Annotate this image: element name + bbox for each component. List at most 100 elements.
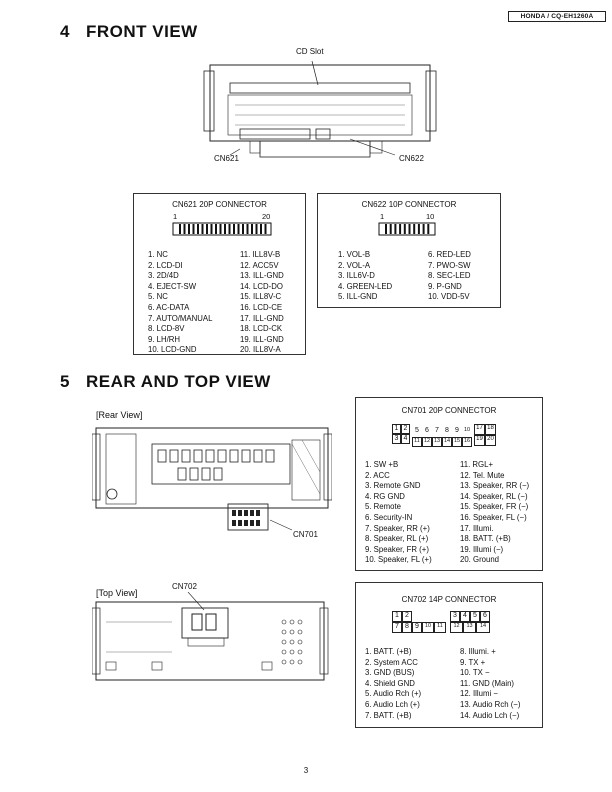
cn701-grid-cell: 2 (401, 424, 410, 434)
cn621-pin: 19. ILL-GND (240, 334, 284, 344)
cn701-grid-cell: 7 (435, 427, 439, 434)
cn701-grid-cell: 9 (455, 427, 459, 434)
cn701-grid-cell: 8 (445, 427, 449, 434)
cn701-pin: 6. Security-IN (365, 512, 413, 522)
cn621-pin: 2. LCD-DI (148, 260, 183, 270)
cn701-grid-cell: 20 (485, 435, 496, 446)
cn621-pin: 6. AC-DATA (148, 302, 190, 312)
cn702-grid-cell: 1 (392, 611, 402, 622)
cn701-pin: 1. SW +B (365, 460, 399, 469)
cn621-connector-icon (172, 222, 272, 236)
cn701-pin: 14. Speaker, RL (−) (460, 491, 528, 501)
cn702-grid-cell: 2 (402, 611, 412, 622)
cn622-pin: 7. PWO-SW (428, 260, 471, 270)
front-view-drawing (203, 60, 437, 158)
cn701-pin: 15. Speaker, FR (−) (460, 502, 529, 512)
cn702-pin: 14. Audio Lch (−) (460, 710, 520, 720)
cn701-pin: 4. RG GND (365, 491, 405, 501)
cn621-pin: 1. NC (148, 250, 168, 259)
cn621-pins-left: 1. NC 2. LCD-DI 3. 2D/4D 4. EJECT-SW 5. … (148, 250, 212, 356)
cn621-pin: 17. ILL-GND (240, 313, 284, 323)
cn701-pin: 9. Speaker, FR (+) (365, 544, 429, 554)
cn701-connector-box: CN701 20P CONNECTOR 1 2 3 4 5 6 7 8 9 10… (355, 397, 543, 571)
cn621-pin: 9. LH/RH (148, 334, 181, 344)
cn621-pin: 4. EJECT-SW (148, 281, 197, 291)
cn701-pin: 2. ACC (365, 470, 390, 480)
cn622-pin: 8. SEC-LED (428, 271, 471, 281)
cn621-label: CN621 (214, 154, 239, 163)
cn701-title: CN701 20P CONNECTOR (401, 406, 497, 415)
cn701-pin: 10. Speaker, FL (+) (365, 555, 432, 565)
cn702-pins-left: 1. BATT. (+B) 2. System ACC 3. GND (BUS)… (365, 647, 421, 721)
cn702-grid-cell: 12 (450, 622, 463, 633)
cn621-pin: 3. 2D/4D (148, 271, 179, 281)
cn621-connector-box: CN621 20P CONNECTOR 1 20 1. NC 2. LCD-DI… (133, 193, 306, 355)
cn702-pins-right: 8. Illumi. + 9. TX + 10. TX − 11. GND (M… (460, 647, 520, 721)
cn701-grid-cell: 11 (412, 437, 422, 447)
cn701-grid-cell: 13 (432, 437, 442, 447)
cn701-pin: 12. Tel. Mute (460, 470, 505, 480)
cn622-title: CN622 10P CONNECTOR (361, 200, 457, 209)
cn702-pin: 11. GND (Main) (460, 678, 515, 688)
cn701-grid-cell: 18 (485, 424, 496, 435)
cn701-pin: 7. Speaker, RR (+) (365, 523, 430, 533)
cn701-grid-cell: 19 (474, 435, 485, 446)
cn622-connector-box: CN622 10P CONNECTOR 1 10 1. VOL-B 2. VOL… (317, 193, 501, 308)
section-5-heading: REAR AND TOP VIEW (86, 372, 271, 391)
section-4-heading: FRONT VIEW (86, 22, 198, 41)
cn702-pin: 4. Shield GND (365, 678, 415, 688)
top-view-label: [Top View] (96, 588, 138, 598)
model-header-box: HONDA / CQ-EH1260A (508, 11, 606, 22)
top-view-drawing (92, 592, 329, 681)
cn701-pin: 8. Speaker, RL (+) (365, 534, 429, 544)
cn622-pin-end: 10 (426, 212, 435, 221)
cn621-title: CN621 20P CONNECTOR (172, 200, 267, 209)
cn702-title: CN702 14P CONNECTOR (401, 595, 497, 604)
cn622-pin: 3. ILL6V-D (338, 271, 375, 281)
cn701-pin: 5. Remote (365, 502, 401, 512)
cn701-grid-cell: 6 (425, 427, 429, 434)
cn701-pin: 3. Remote GND (365, 481, 421, 491)
cn702-pin: 5. Audio Rch (+) (365, 689, 422, 699)
cn621-pins-right: 11. ILL8V-B 12. ACC5V 13. ILL-GND 14. LC… (240, 250, 284, 356)
cn622-pin: 1. VOL-B (338, 250, 371, 259)
cn701-pin: 20. Ground (460, 555, 500, 565)
cn702-grid-cell: 10 (422, 622, 434, 633)
cn702-pin: 12. Illumi − (460, 689, 498, 699)
cn702-pin: 9. TX + (460, 657, 486, 667)
section-5-title: 5 REAR AND TOP VIEW (60, 372, 271, 392)
cn702-grid-cell: 5 (470, 611, 480, 622)
cn702-pin: 7. BATT. (+B) (365, 710, 412, 720)
cn621-pin: 8. LCD-8V (148, 324, 185, 334)
cn701-grid-cell: 12 (422, 437, 432, 447)
section-5-number: 5 (60, 372, 70, 391)
cn702-pin: 13. Audio Rch (−) (460, 699, 521, 709)
cn702-pin: 10. TX − (460, 668, 490, 678)
cn702-pin: 8. Illumi. + (460, 647, 496, 656)
cn622-pin-start: 1 (380, 212, 385, 221)
cn701-grid-cell: 16 (462, 437, 472, 447)
cn702-connector-box: CN702 14P CONNECTOR 1 2 3 4 5 6 7 8 9 10… (355, 582, 543, 728)
cd-slot-label: CD Slot (296, 47, 324, 56)
cn621-pin: 11. ILL8V-B (240, 250, 281, 259)
cn702-pin-grid: 1 2 3 4 5 6 7 8 9 10 11 12 13 14 (392, 611, 504, 635)
cn702-pin: 6. Audio Lch (+) (365, 699, 420, 709)
cn622-pin: 10. VDD-5V (428, 292, 470, 302)
cn702-grid-cell: 9 (412, 622, 422, 633)
cn621-pin: 15. ILL8V-C (240, 292, 282, 302)
cn702-grid-cell: 14 (476, 622, 490, 633)
cn622-connector-icon (378, 222, 436, 236)
cn622-pin: 9. P-GND (428, 281, 462, 291)
cn701-pin: 11. RGL+ (460, 460, 494, 469)
cn622-pin: 6. RED-LED (428, 250, 471, 259)
page-number: 3 (303, 766, 309, 775)
cn622-pin: 4. GREEN-LED (338, 281, 393, 291)
cn622-pins-right: 6. RED-LED 7. PWO-SW 8. SEC-LED 9. P-GND… (428, 250, 471, 303)
cn621-pin: 10. LCD-GND (148, 345, 197, 355)
cn702-grid-cell: 11 (434, 622, 446, 633)
cn701-pin: 13. Speaker, RR (−) (460, 481, 530, 491)
cn702-grid-cell: 3 (450, 611, 460, 622)
cn622-pins-left: 1. VOL-B 2. VOL-A 3. ILL6V-D 4. GREEN-LE… (338, 250, 392, 303)
cn702-grid-cell: 4 (460, 611, 470, 622)
